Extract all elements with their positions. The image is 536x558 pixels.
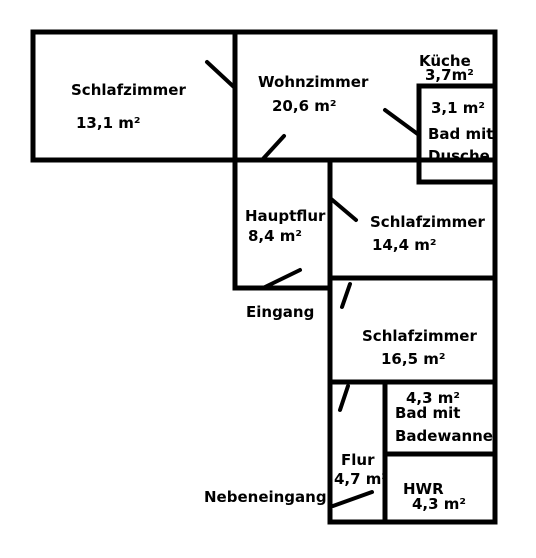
room-name-hwr: HWR <box>403 480 444 498</box>
room-name-kueche: Küche <box>419 52 471 70</box>
room-name-wohnzimmer: Wohnzimmer <box>258 73 369 91</box>
room-area-bad-badewanne: 4,3 m² <box>406 389 460 407</box>
door-schlafzimmer-3 <box>340 282 352 309</box>
room-area-wohnzimmer: 20,6 m² <box>272 97 336 115</box>
room-area-schlafzimmer-1: 13,1 m² <box>76 114 140 132</box>
room-labels: Schlafzimmer 13,1 m² Wohnzimmer 20,6 m² … <box>71 52 493 513</box>
entrance-main-label: Eingang <box>246 303 314 321</box>
room-name-hauptflur: Hauptflur <box>245 207 326 225</box>
room-name-bad-dusche-line2: Dusche <box>428 147 490 165</box>
room-area-hauptflur: 8,4 m² <box>248 227 302 245</box>
door-bad-dusche <box>383 108 421 137</box>
room-area-bad-dusche: 3,1 m² <box>431 99 485 117</box>
door-wohnzimmer-hauptflur <box>260 134 286 162</box>
walls <box>30 29 498 525</box>
room-name-schlafzimmer-1: Schlafzimmer <box>71 81 186 99</box>
doors <box>205 60 421 508</box>
door-schlafzimmer-1 <box>205 60 237 90</box>
door-schlafzimmer-2 <box>328 196 358 222</box>
door-nebeneingang <box>331 490 374 508</box>
door-flur <box>338 384 350 412</box>
door-eingang <box>261 268 302 290</box>
room-name-schlafzimmer-2: Schlafzimmer <box>370 213 485 231</box>
room-area-schlafzimmer-2: 14,4 m² <box>372 236 436 254</box>
room-area-flur: 4,7 m² <box>334 470 388 488</box>
room-name-bad-dusche-line1: Bad mit <box>428 125 493 143</box>
room-name-bad-badewanne-line1: Bad mit <box>395 404 460 422</box>
room-area-schlafzimmer-3: 16,5 m² <box>381 350 445 368</box>
room-name-schlafzimmer-3: Schlafzimmer <box>362 327 477 345</box>
room-name-bad-badewanne-line2: Badewanne <box>395 427 493 445</box>
room-area-hwr: 4,3 m² <box>412 495 466 513</box>
room-name-flur: Flur <box>341 451 375 469</box>
room-area-kueche: 3,7m² <box>425 66 474 84</box>
entrance-labels: Eingang Nebeneingang <box>204 303 327 506</box>
entrance-side-label: Nebeneingang <box>204 488 327 506</box>
